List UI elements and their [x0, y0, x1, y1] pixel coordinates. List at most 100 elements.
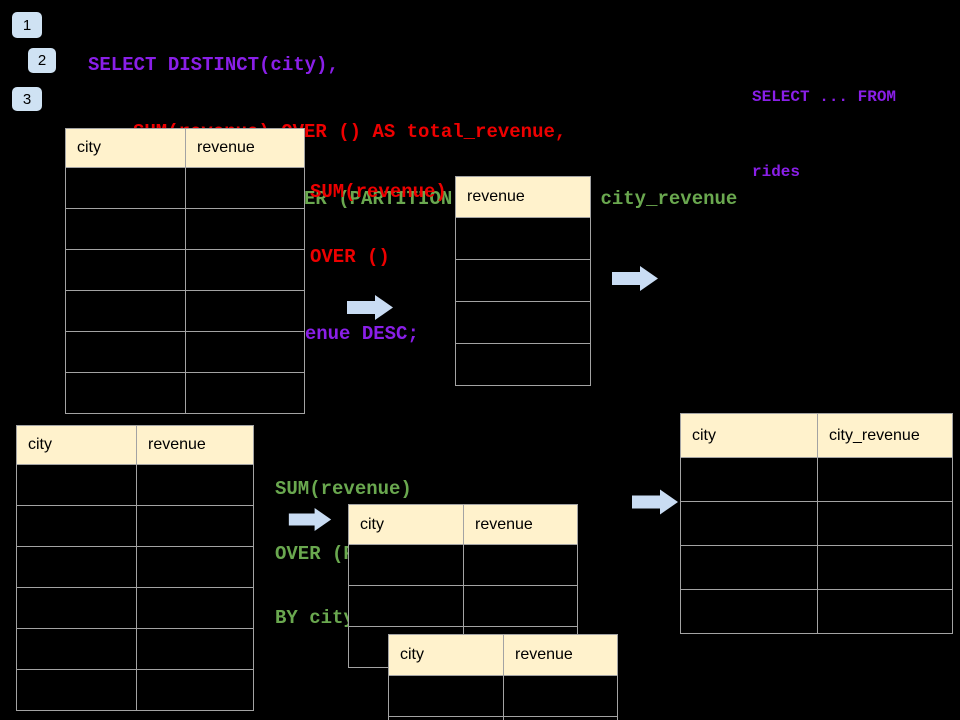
table-cell-empty — [185, 290, 305, 332]
table-total-revenue: revenue — [455, 176, 591, 386]
table-row — [348, 585, 578, 627]
table-cell-empty — [136, 505, 254, 547]
table-row — [65, 290, 305, 332]
table-row — [455, 343, 591, 386]
table-cell-empty — [65, 167, 186, 209]
column-header-revenue: revenue — [503, 634, 618, 676]
table-cell-empty — [503, 675, 618, 717]
table-cell-empty — [680, 457, 818, 502]
table-row — [16, 464, 254, 506]
table-body — [680, 457, 953, 634]
table-cell-empty — [817, 545, 953, 590]
column-header-revenue: revenue — [455, 176, 591, 218]
table-cell-empty — [16, 505, 137, 547]
table-cell-empty — [455, 259, 591, 302]
table-cell-empty — [65, 249, 186, 291]
table-cell-empty — [463, 585, 578, 627]
table-cell-empty — [388, 716, 504, 720]
table-cell-empty — [65, 372, 186, 414]
table-cell-empty — [455, 217, 591, 260]
table-row — [455, 259, 591, 302]
table-cell-empty — [680, 589, 818, 634]
table-cell-empty — [185, 208, 305, 250]
table-header-row: city revenue — [388, 634, 618, 676]
table-cell-empty — [136, 464, 254, 506]
table-cell-empty — [185, 331, 305, 373]
table-row — [65, 331, 305, 373]
arrow-right-icon — [612, 266, 658, 291]
table-row — [16, 587, 254, 629]
table-cell-empty — [136, 587, 254, 629]
table-cell-empty — [503, 716, 618, 720]
step-badge-3-label: 3 — [22, 90, 32, 108]
table-cell-empty — [817, 589, 953, 634]
table-header-row: city revenue — [348, 504, 578, 545]
arrow-right-icon — [632, 489, 678, 515]
table-cell-empty — [16, 628, 137, 670]
table-row — [455, 217, 591, 260]
step-badge-1-label: 1 — [22, 16, 32, 34]
table-row — [455, 301, 591, 344]
table-row — [680, 589, 953, 634]
table-header-row: city revenue — [65, 128, 305, 168]
table-cell-empty — [16, 464, 137, 506]
table-body — [388, 675, 618, 720]
table-cell-empty — [16, 587, 137, 629]
annotation-sum-over-line2: OVER () — [310, 245, 390, 268]
column-header-revenue: revenue — [463, 504, 578, 545]
table-source-bottom: city revenue — [16, 425, 254, 711]
column-header-city: city — [65, 128, 186, 168]
table-cell-empty — [65, 208, 186, 250]
column-header-revenue: revenue — [185, 128, 305, 168]
arrow-right-icon — [347, 295, 393, 320]
annotation-sum-partition-line1: SUM(revenue) — [275, 478, 412, 500]
table-row — [65, 372, 305, 414]
table-header-row: revenue — [455, 176, 591, 218]
table-row — [65, 249, 305, 291]
table-cell-empty — [680, 501, 818, 546]
table-body — [65, 167, 305, 414]
table-cell-empty — [680, 545, 818, 590]
table-cell-empty — [185, 249, 305, 291]
table-body — [455, 217, 591, 386]
table-row — [680, 545, 953, 590]
table-cell-empty — [455, 343, 591, 386]
table-cell-empty — [136, 546, 254, 588]
table-cell-empty — [348, 544, 464, 586]
table-cell-empty — [348, 585, 464, 627]
table-row — [65, 167, 305, 209]
column-header-city: city — [16, 425, 137, 465]
table-row — [680, 501, 953, 546]
table-cell-empty — [136, 628, 254, 670]
annotation-select-from-line2: rides — [752, 163, 801, 181]
table-cell-empty — [16, 669, 137, 711]
column-header-city-revenue: city_revenue — [817, 413, 953, 458]
table-cell-empty — [388, 675, 504, 717]
column-header-city: city — [388, 634, 504, 676]
table-row — [680, 457, 953, 502]
table-row — [388, 716, 618, 720]
table-row — [348, 544, 578, 586]
table-cell-empty — [16, 546, 137, 588]
table-partition-step-front: city revenue — [388, 634, 618, 720]
arrow-right-icon — [288, 508, 332, 531]
sql-line-select: SELECT DISTINCT(city), — [88, 53, 339, 76]
step-badge-2: 2 — [28, 48, 56, 73]
annotation-select-from: SELECT ... FROM rides — [752, 35, 896, 235]
table-cell-empty — [185, 167, 305, 209]
step-badge-2-label: 2 — [37, 52, 47, 69]
step-badge-1: 1 — [12, 12, 42, 38]
table-row — [388, 675, 618, 717]
column-header-city: city — [680, 413, 818, 458]
table-cell-empty — [455, 301, 591, 344]
table-cell-empty — [817, 457, 953, 502]
table-cell-empty — [65, 290, 186, 332]
table-cell-empty — [65, 331, 186, 373]
annotation-select-from-line1: SELECT ... FROM — [752, 88, 897, 106]
table-row — [65, 208, 305, 250]
table-result-city-revenue: city city_revenue — [680, 413, 953, 634]
table-row — [16, 669, 254, 711]
table-row — [16, 505, 254, 547]
step-badge-3: 3 — [12, 87, 42, 111]
table-cell-empty — [463, 544, 578, 586]
